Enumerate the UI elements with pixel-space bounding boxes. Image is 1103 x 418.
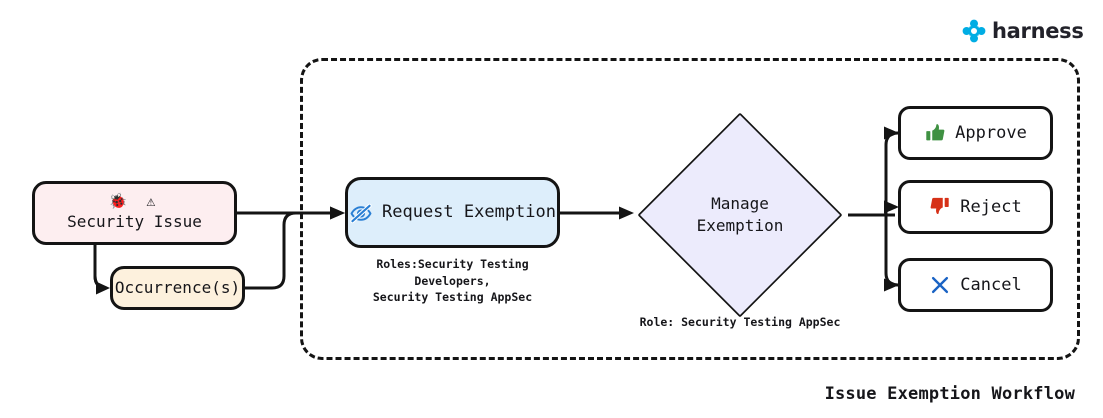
eye-slash-icon bbox=[349, 201, 373, 225]
node-label-occurrences: Occurrence(s) bbox=[114, 278, 241, 298]
node-approve[interactable]: Approve bbox=[898, 106, 1053, 160]
exemption-scope-group bbox=[300, 58, 1080, 360]
node-label-cancel: Cancel bbox=[960, 274, 1022, 295]
harness-wordmark: harness bbox=[992, 18, 1084, 43]
node-label-reject: Reject bbox=[960, 196, 1022, 217]
node-cancel[interactable]: Cancel bbox=[898, 258, 1053, 312]
node-label-request-exemption: Request Exemption bbox=[382, 202, 556, 223]
caption-manage-exemption-role: Role: Security Testing AppSec bbox=[639, 315, 841, 329]
node-occurrences[interactable]: Occurrence(s) bbox=[110, 266, 245, 310]
security-issue-icons: 🐞 ⚠ bbox=[108, 191, 161, 210]
node-label-approve: Approve bbox=[955, 122, 1027, 143]
node-reject[interactable]: Reject bbox=[898, 180, 1053, 234]
node-manage-exemption[interactable]: Manage Exemption bbox=[632, 107, 848, 323]
x-mark-icon bbox=[929, 274, 951, 296]
node-request-exemption[interactable]: Request Exemption bbox=[345, 177, 560, 248]
thumbs-down-icon bbox=[929, 196, 951, 218]
caption-request-exemption-roles: Roles:Security Testing Developers, Secur… bbox=[372, 257, 533, 305]
node-security-issue[interactable]: 🐞 ⚠ Security Issue bbox=[32, 181, 237, 245]
harness-brand: harness bbox=[962, 19, 1084, 43]
thumbs-up-icon bbox=[924, 122, 946, 144]
node-label-security-issue: Security Issue bbox=[67, 211, 202, 231]
diagram-title: Issue Exemption Workflow bbox=[824, 384, 1075, 404]
harness-diamond-logo-icon bbox=[962, 19, 986, 43]
